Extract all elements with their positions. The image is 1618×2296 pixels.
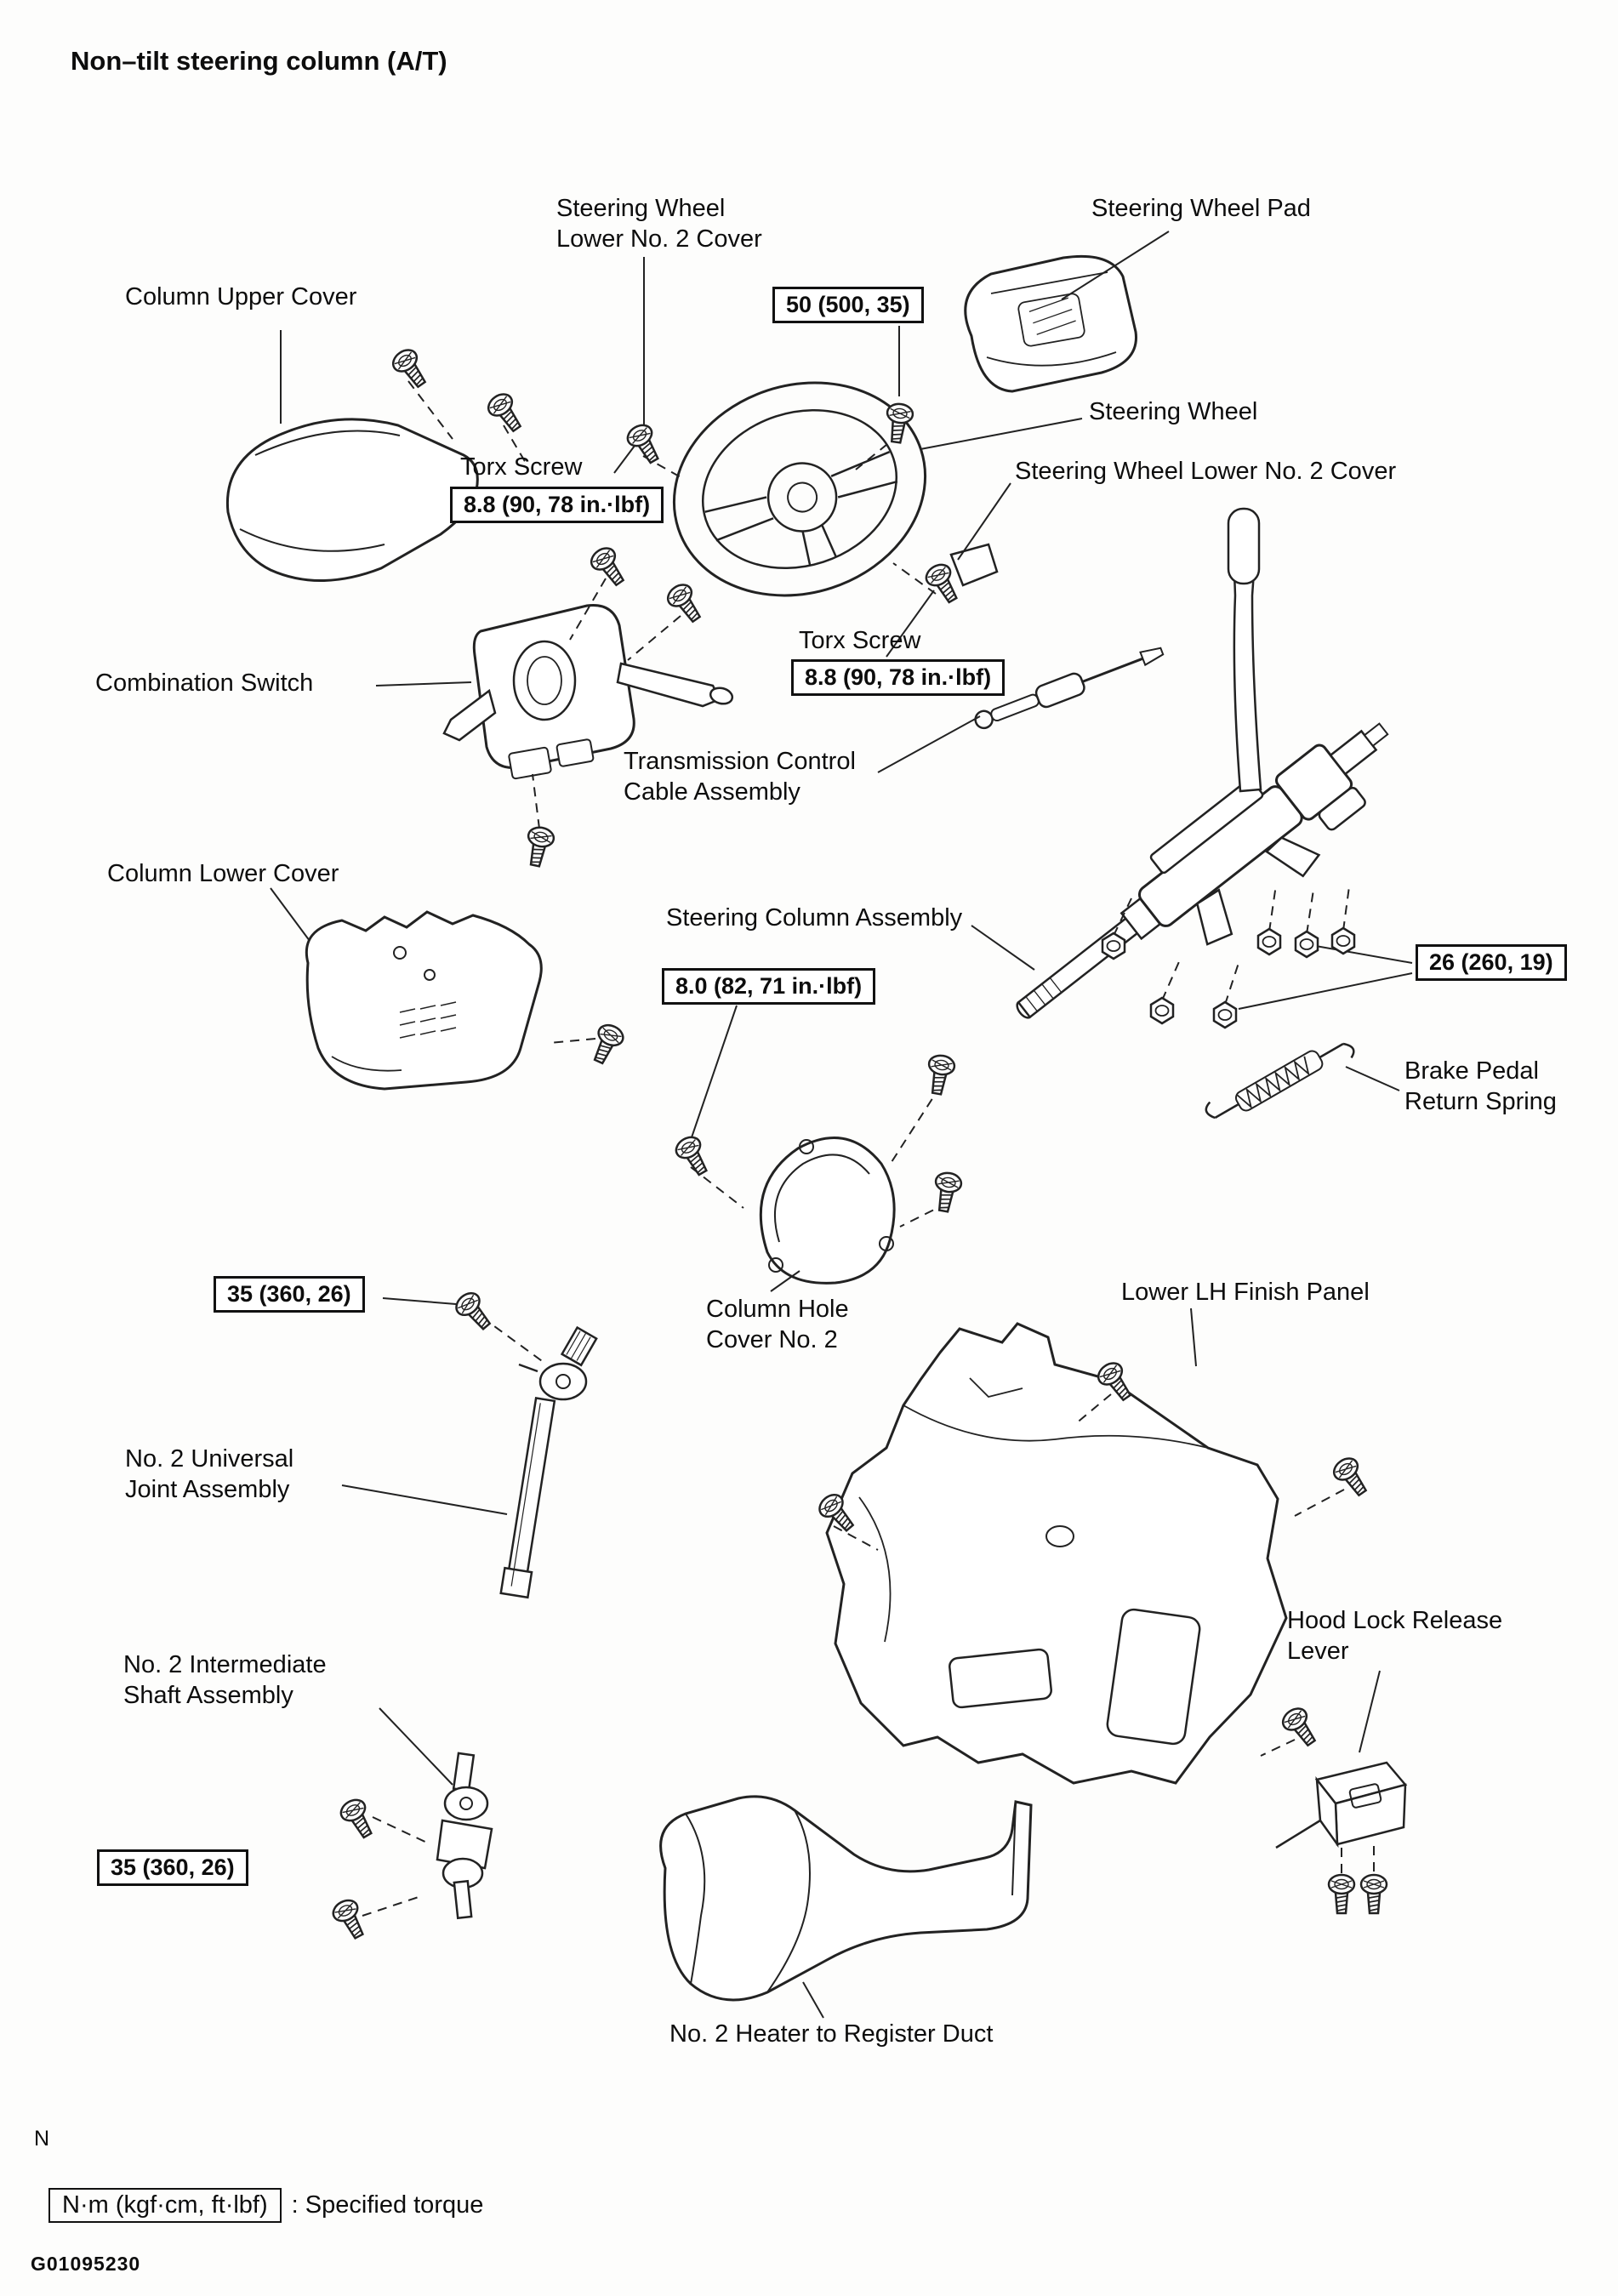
steering-wheel-art [672, 381, 927, 597]
label-column-upper-cover: Column Upper Cover [125, 283, 357, 311]
nut-icon [1212, 1000, 1238, 1029]
label-steering-wheel-lower-no2-cover-right: Steering Wheel Lower No. 2 Cover [1015, 458, 1397, 485]
page-title: Non–tilt steering column (A/T) [71, 46, 447, 76]
lower-lh-finish-panel-art [825, 1322, 1288, 1785]
nut-icons [1101, 926, 1356, 1029]
brake-pedal-return-spring-art [1205, 1042, 1355, 1120]
hood-lock-release-lever-art [1275, 1761, 1408, 1849]
nut-icon [1256, 927, 1282, 956]
screw-icon [1327, 1873, 1356, 1915]
torque-spec-column-mounting: 26 (260, 19) [1416, 944, 1567, 981]
label-transmission-control-cable-assembly: Transmission Control Cable Assembly [624, 748, 856, 806]
label-combination-switch: Combination Switch [95, 669, 314, 697]
screw-icon [671, 1131, 715, 1181]
screw-icon [586, 543, 632, 591]
torque-spec-torx-screw-upper: 8.8 (90, 78 in.·lbf) [450, 487, 664, 523]
label-column-lower-cover: Column Lower Cover [107, 860, 339, 887]
label-brake-pedal-return-spring: Brake Pedal Return Spring [1404, 1057, 1557, 1115]
torque-spec-torx-screw-lower: 8.8 (90, 78 in.·lbf) [791, 659, 1006, 696]
figure-id: G01095230 [31, 2253, 141, 2275]
label-steering-wheel-pad: Steering Wheel Pad [1091, 195, 1311, 222]
torque-spec-universal-joint-bolt: 35 (360, 26) [214, 1276, 365, 1313]
transmission-cable-art [974, 647, 1165, 730]
torque-unit-box: N·m (kgf·cm, ft·lbf) [48, 2188, 282, 2223]
label-steering-wheel-lower-no2-cover-top: Steering Wheel Lower No. 2 Cover [556, 195, 762, 253]
steering-wheel-pad-art [964, 254, 1137, 393]
column-upper-cover-art [225, 418, 479, 582]
label-torx-screw-upper: Torx Screw [460, 453, 583, 481]
torque-spec-steering-wheel-set-nut: 50 (500, 35) [772, 287, 924, 323]
screw-icon [663, 579, 709, 628]
heater-duct-art [659, 1795, 1033, 2002]
column-lower-cover-art [305, 910, 543, 1091]
label-column-hole-cover-no2: Column Hole Cover No. 2 [706, 1296, 849, 1353]
label-no2-universal-joint-assembly: No. 2 Universal Joint Assembly [125, 1445, 294, 1503]
steering-column-assembly-art [1016, 507, 1389, 1019]
nut-icon [1101, 932, 1126, 960]
screw-icon [923, 1052, 957, 1097]
label-steering-wheel: Steering Wheel [1089, 398, 1258, 425]
label-no2-intermediate-shaft-assembly: No. 2 Intermediate Shaft Assembly [123, 1651, 327, 1709]
dashed-assembly-lines [362, 380, 1375, 1917]
torque-spec-column-hole-cover: 8.0 (82, 71 in.·lbf) [662, 968, 876, 1005]
screw-icon [1278, 1703, 1324, 1752]
screw-icon [585, 1020, 628, 1068]
label-hood-lock-release-lever: Hood Lock Release Lever [1287, 1607, 1503, 1665]
screw-icon [1359, 1873, 1388, 1915]
screw-icon [930, 1170, 964, 1215]
screw-icon [451, 1287, 498, 1336]
nut-icon [1149, 996, 1175, 1025]
screw-icon [328, 1894, 372, 1944]
label-torx-screw-lower: Torx Screw [799, 627, 921, 654]
screw-icon [623, 419, 667, 469]
nut-icon [1330, 926, 1356, 955]
wheel-lower-cover-piece-art [949, 543, 999, 587]
torque-legend-description: : Specified torque [291, 2191, 484, 2219]
screw-icon [521, 823, 557, 869]
intermediate-shaft-art [436, 1752, 493, 1920]
footnote-letter: N [34, 2127, 50, 2151]
column-hole-cover-art [759, 1137, 896, 1285]
torque-spec-intermediate-shaft-bolt: 35 (360, 26) [97, 1849, 248, 1886]
nut-icon [1294, 930, 1319, 959]
label-lower-lh-finish-panel: Lower LH Finish Panel [1121, 1279, 1370, 1306]
torque-legend: N·m (kgf·cm, ft·lbf) : Specified torque [48, 2188, 483, 2223]
label-steering-column-assembly: Steering Column Assembly [666, 904, 963, 932]
label-no2-heater-to-register-duct: No. 2 Heater to Register Duct [669, 2020, 994, 2048]
screw-icon [882, 401, 915, 446]
combination-switch-art [442, 603, 734, 780]
universal-joint-art [499, 1325, 598, 1599]
screw-icon [336, 1794, 380, 1843]
